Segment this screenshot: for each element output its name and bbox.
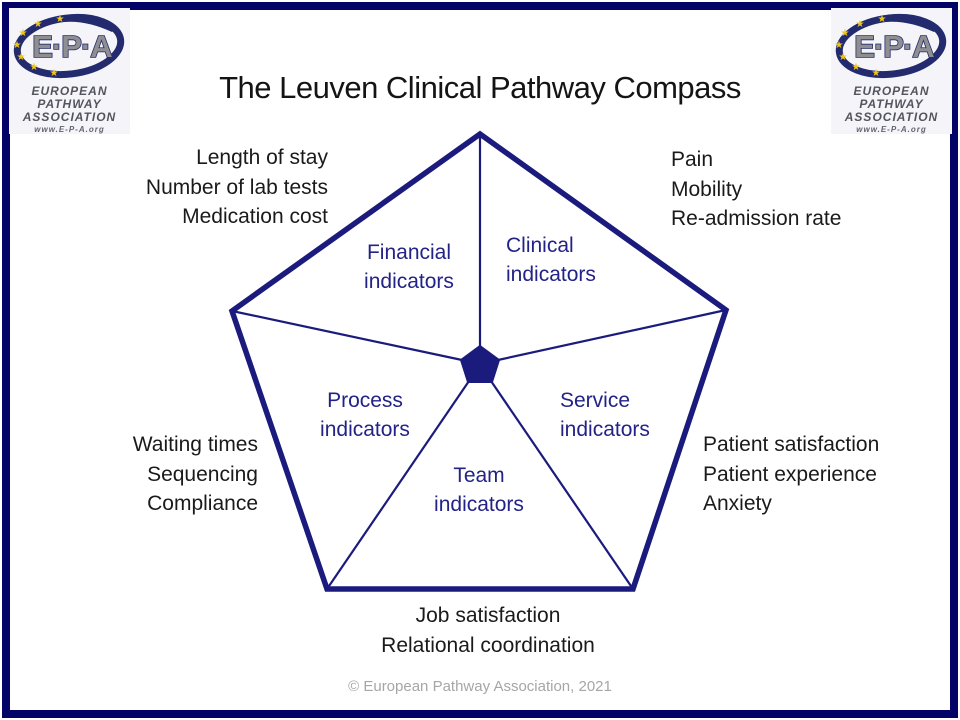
note-line: Pain xyxy=(671,148,714,171)
sector-label-line: Financial xyxy=(366,241,452,264)
sector-label-line: Clinical xyxy=(506,234,574,257)
eu-stars-icon: ★ ★ ★ ★ ★ ★ ★ xyxy=(835,14,887,79)
note-line: Patient satisfaction xyxy=(703,433,880,456)
pentagon-outline xyxy=(228,130,730,592)
sector-label-service: Service indicators xyxy=(560,386,650,444)
logo-org-line: PATHWAY xyxy=(37,97,102,111)
eu-star-icon: ★ xyxy=(50,68,59,79)
page-title: The Leuven Clinical Pathway Compass xyxy=(219,70,741,105)
note-line: Compliance xyxy=(147,492,258,515)
spoke-line-right xyxy=(497,308,727,362)
sector-label-line: Team xyxy=(453,464,505,487)
spoke-line-bottom-right xyxy=(490,380,634,590)
eu-star-icon: ★ xyxy=(872,68,881,79)
eu-star-icon: ★ xyxy=(17,52,26,63)
sector-label-line: Process xyxy=(327,389,403,412)
notes-team: Job satisfaction Relational coordination xyxy=(16,601,960,661)
eu-star-icon: ★ xyxy=(856,19,865,30)
logo-org-line: EUROPEAN xyxy=(31,84,108,98)
spoke-line-bottom-left xyxy=(326,380,470,590)
eu-stars-icon: ★ ★ ★ ★ ★ ★ ★ xyxy=(13,14,65,79)
note-line: Number of lab tests xyxy=(145,175,328,199)
logo-org-line: PATHWAY xyxy=(859,97,924,111)
sector-label-process: Process indicators xyxy=(295,386,435,444)
eu-star-icon: ★ xyxy=(19,28,28,39)
logo-org-line: ASSOCIATION xyxy=(22,110,117,124)
eu-star-icon: ★ xyxy=(30,62,39,73)
note-line: Job satisfaction xyxy=(415,604,561,627)
note-line: Length of stay xyxy=(196,146,328,169)
logo-website: www.E-P-A.org xyxy=(34,125,105,134)
epa-logo-icon: ★ ★ ★ ★ ★ ★ ★ E·P·A xyxy=(835,13,947,79)
notes-clinical: Pain Mobility Re-admission rate xyxy=(671,145,841,234)
sector-label-line: indicators xyxy=(364,270,454,293)
sector-label-team: Team indicators xyxy=(409,461,549,519)
note-line: Re-admission rate xyxy=(671,207,842,230)
logo-website: www.E-P-A.org xyxy=(856,125,927,134)
logo-org-name: EUROPEAN PATHWAY ASSOCIATION www.E-P-A.o… xyxy=(9,85,130,135)
eu-star-icon: ★ xyxy=(34,19,43,30)
notes-financial: Length of stay Number of lab tests Medic… xyxy=(146,143,328,232)
eu-star-icon: ★ xyxy=(839,52,848,63)
sector-label-line: indicators xyxy=(320,418,410,441)
note-line: Waiting times xyxy=(132,433,258,456)
note-line: Mobility xyxy=(671,177,743,201)
epa-acronym: E·P·A xyxy=(854,29,934,64)
epa-logo-top-right: ★ ★ ★ ★ ★ ★ ★ E·P·A EUROPEAN PATHWAY ASS… xyxy=(831,8,952,134)
epa-acronym: E·P·A xyxy=(32,29,112,64)
sector-label-line: Service xyxy=(560,389,631,412)
logo-swoosh xyxy=(845,17,936,36)
spoke-line-left xyxy=(231,309,463,362)
eu-star-icon: ★ xyxy=(835,40,844,51)
note-line: Relational coordination xyxy=(381,634,595,657)
epa-logo-icon: ★ ★ ★ ★ ★ ★ ★ E·P·A xyxy=(13,13,125,79)
sector-label-line: indicators xyxy=(434,493,524,516)
sector-label-line: indicators xyxy=(560,418,650,441)
note-line: Patient experience xyxy=(703,462,877,486)
sector-label-clinical: Clinical indicators xyxy=(506,231,596,289)
logo-swoosh xyxy=(23,17,114,36)
center-pentagon-icon xyxy=(459,344,501,383)
sector-label-line: indicators xyxy=(506,263,596,286)
sector-label-financial: Financial indicators xyxy=(339,238,479,296)
logo-org-line: ASSOCIATION xyxy=(844,110,939,124)
notes-process: Waiting times Sequencing Compliance xyxy=(133,430,258,519)
note-line: Sequencing xyxy=(147,462,258,486)
logo-org-name: EUROPEAN PATHWAY ASSOCIATION www.E-P-A.o… xyxy=(831,85,952,135)
eu-star-icon: ★ xyxy=(841,28,850,39)
epa-logo-top-left: ★ ★ ★ ★ ★ ★ ★ E·P·A EUROPEAN PATHWAY ASS… xyxy=(9,8,130,134)
eu-star-icon: ★ xyxy=(852,62,861,73)
eu-star-icon: ★ xyxy=(878,14,887,25)
note-line: Medication cost xyxy=(182,205,328,228)
copyright-footer: © European Pathway Association, 2021 xyxy=(348,678,612,695)
logo-org-line: EUROPEAN xyxy=(853,84,930,98)
eu-star-icon: ★ xyxy=(56,14,65,25)
eu-star-icon: ★ xyxy=(13,40,22,51)
notes-service: Patient satisfaction Patient experience … xyxy=(703,430,879,519)
note-line: Anxiety xyxy=(703,492,772,515)
